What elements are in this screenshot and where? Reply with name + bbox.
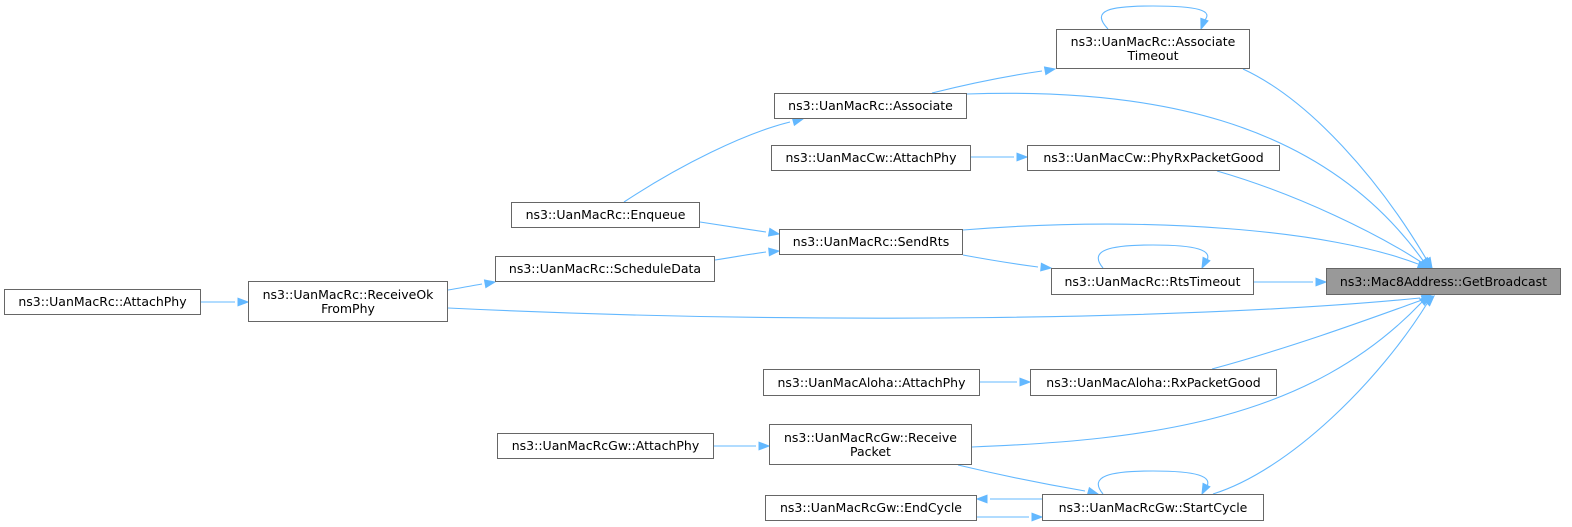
node-label-line2: FromPhy bbox=[321, 300, 375, 316]
edge-alohaattach-alohaorx bbox=[980, 377, 1032, 387]
edge-sendrts-root bbox=[962, 223, 1430, 269]
edge-associate-root bbox=[966, 92, 1431, 270]
node-uanmacrcgw-receivepacket[interactable]: ns3::UanMacRcGw::Receive Packet bbox=[769, 424, 972, 465]
node-label: ns3::UanMacRc::AttachPhy bbox=[18, 294, 187, 309]
node-uanmacrc-sendrts[interactable]: ns3::UanMacRc::SendRts bbox=[779, 229, 963, 255]
node-uanmacrc-attachphy[interactable]: ns3::UanMacRc::AttachPhy bbox=[4, 289, 201, 315]
node-label-line1: ns3::UanMacRc::ReceiveOk bbox=[262, 286, 434, 302]
node-label: ns3::UanMacRc::Associate bbox=[788, 98, 953, 113]
edge-assoctimeout-self bbox=[1101, 5, 1209, 31]
node-label-line1: ns3::UanMacRcGw::Receive bbox=[783, 429, 957, 445]
node-label: ns3::UanMacRcGw::AttachPhy bbox=[511, 438, 700, 453]
edge-cwphyrx-root bbox=[1216, 170, 1434, 269]
node-label: ns3::UanMacCw::PhyRxPacketGood bbox=[1043, 150, 1264, 165]
edge-associate-assoctimeout bbox=[931, 66, 1057, 94]
edge-enqueue-sendrts bbox=[699, 221, 781, 237]
node-uanmacrcgw-endcycle[interactable]: ns3::UanMacRcGw::EndCycle bbox=[765, 495, 977, 521]
edge-receiveok-root bbox=[447, 292, 1434, 319]
node-uanmacaloha-attachphy[interactable]: ns3::UanMacAloha::AttachPhy bbox=[763, 369, 980, 396]
edge-startcycle-self bbox=[1097, 470, 1211, 496]
edge-endcycle-startcycle bbox=[977, 512, 1044, 522]
node-label: ns3::UanMacRc::ScheduleData bbox=[508, 261, 702, 276]
edge-alohaorx-root bbox=[1211, 295, 1434, 370]
node-label-line1: ns3::UanMacRc::Associate bbox=[1070, 34, 1236, 49]
edge-scheduledata-sendrts bbox=[714, 247, 781, 261]
node-label: ns3::UanMacRcGw::StartCycle bbox=[1058, 499, 1248, 515]
node-uanmacrcgw-startcycle[interactable]: ns3::UanMacRcGw::StartCycle bbox=[1042, 494, 1264, 521]
node-mac8address-getbroadcast: ns3::Mac8Address::GetBroadcast bbox=[1326, 268, 1561, 295]
node-label: ns3::UanMacRc::Enqueue bbox=[525, 207, 686, 222]
node-label: ns3::UanMacAloha::AttachPhy bbox=[777, 374, 966, 390]
node-uanmacrc-associate[interactable]: ns3::UanMacRc::Associate bbox=[774, 93, 967, 119]
edge-startcycle-endcycle bbox=[975, 494, 1042, 504]
node-uanmacrc-rtstimeout[interactable]: ns3::UanMacRc::RtsTimeout bbox=[1051, 268, 1254, 295]
edge-receiveok-scheduledata bbox=[447, 279, 497, 291]
node-label: ns3::UanMacRc::RtsTimeout bbox=[1064, 273, 1241, 289]
edge-rcattach-receiveok bbox=[201, 297, 250, 307]
node-uanmacrcgw-attachphy[interactable]: ns3::UanMacRcGw::AttachPhy bbox=[497, 433, 714, 459]
edge-startcycle-root bbox=[1212, 295, 1435, 495]
edge-rtstimeout-root bbox=[1254, 277, 1328, 287]
edge-gwreceive-startcycle bbox=[957, 464, 1100, 496]
node-label: ns3::UanMacCw::AttachPhy bbox=[785, 150, 957, 165]
edge-rtstimeout-self bbox=[1097, 244, 1211, 270]
node-label-line2: Timeout bbox=[1127, 48, 1179, 63]
node-uanmacaloha-rxpacketgood[interactable]: ns3::UanMacAloha::RxPacketGood bbox=[1030, 369, 1277, 396]
node-uanmacrc-associatetimeout[interactable]: ns3::UanMacRc::Associate Timeout bbox=[1056, 29, 1250, 69]
node-label: ns3::UanMacAloha::RxPacketGood bbox=[1046, 374, 1261, 390]
node-uanmaccw-phyrxpacketgood[interactable]: ns3::UanMacCw::PhyRxPacketGood bbox=[1027, 145, 1280, 171]
node-label: ns3::Mac8Address::GetBroadcast bbox=[1339, 273, 1548, 289]
node-label: ns3::UanMacRcGw::EndCycle bbox=[780, 500, 962, 515]
edge-cwattach-cwphyrx bbox=[971, 152, 1029, 162]
node-label-line2: Packet bbox=[850, 443, 891, 459]
edge-gwattach-gwreceive bbox=[714, 441, 771, 451]
node-uanmaccw-attachphy[interactable]: ns3::UanMacCw::AttachPhy bbox=[771, 145, 971, 171]
node-uanmacrc-receiveokfromphy[interactable]: ns3::UanMacRc::ReceiveOk FromPhy bbox=[248, 281, 448, 322]
node-uanmacrc-enqueue[interactable]: ns3::UanMacRc::Enqueue bbox=[511, 202, 700, 228]
node-uanmacrc-scheduledata[interactable]: ns3::UanMacRc::ScheduleData bbox=[495, 256, 715, 282]
edge-sendrts-rtstimeout bbox=[962, 254, 1053, 272]
edge-enqueue-associate bbox=[623, 117, 805, 203]
node-label: ns3::UanMacRc::SendRts bbox=[792, 234, 950, 249]
